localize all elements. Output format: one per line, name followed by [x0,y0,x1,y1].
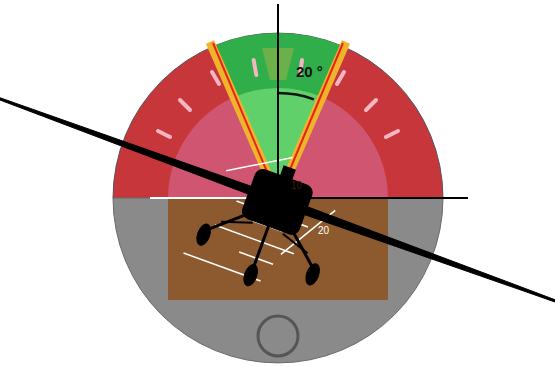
airplane-silhouette [0,66,555,367]
limit-border [278,42,346,198]
bank-tick [158,131,170,137]
wheel [241,263,260,288]
bank-tick [254,60,257,75]
wheel [194,222,213,247]
wing [0,94,555,307]
bank-angle-label: 20 ° [296,64,323,79]
bank-tick [337,72,344,84]
wheel [303,262,322,287]
bank-tick [366,100,376,110]
bank-tick [386,131,398,137]
gear-leg [253,224,269,267]
bank-tick [212,72,219,84]
pitch-label: 20 [318,226,329,236]
bank-angle-arc [278,93,314,99]
bank-tick [180,100,190,110]
adjust-knob [258,316,298,356]
pitch-label: 10 [291,181,302,191]
strut [221,212,253,232]
limit-border [278,43,343,198]
strut [279,234,311,254]
vertical-reference [277,4,279,198]
fuselage [240,167,314,236]
